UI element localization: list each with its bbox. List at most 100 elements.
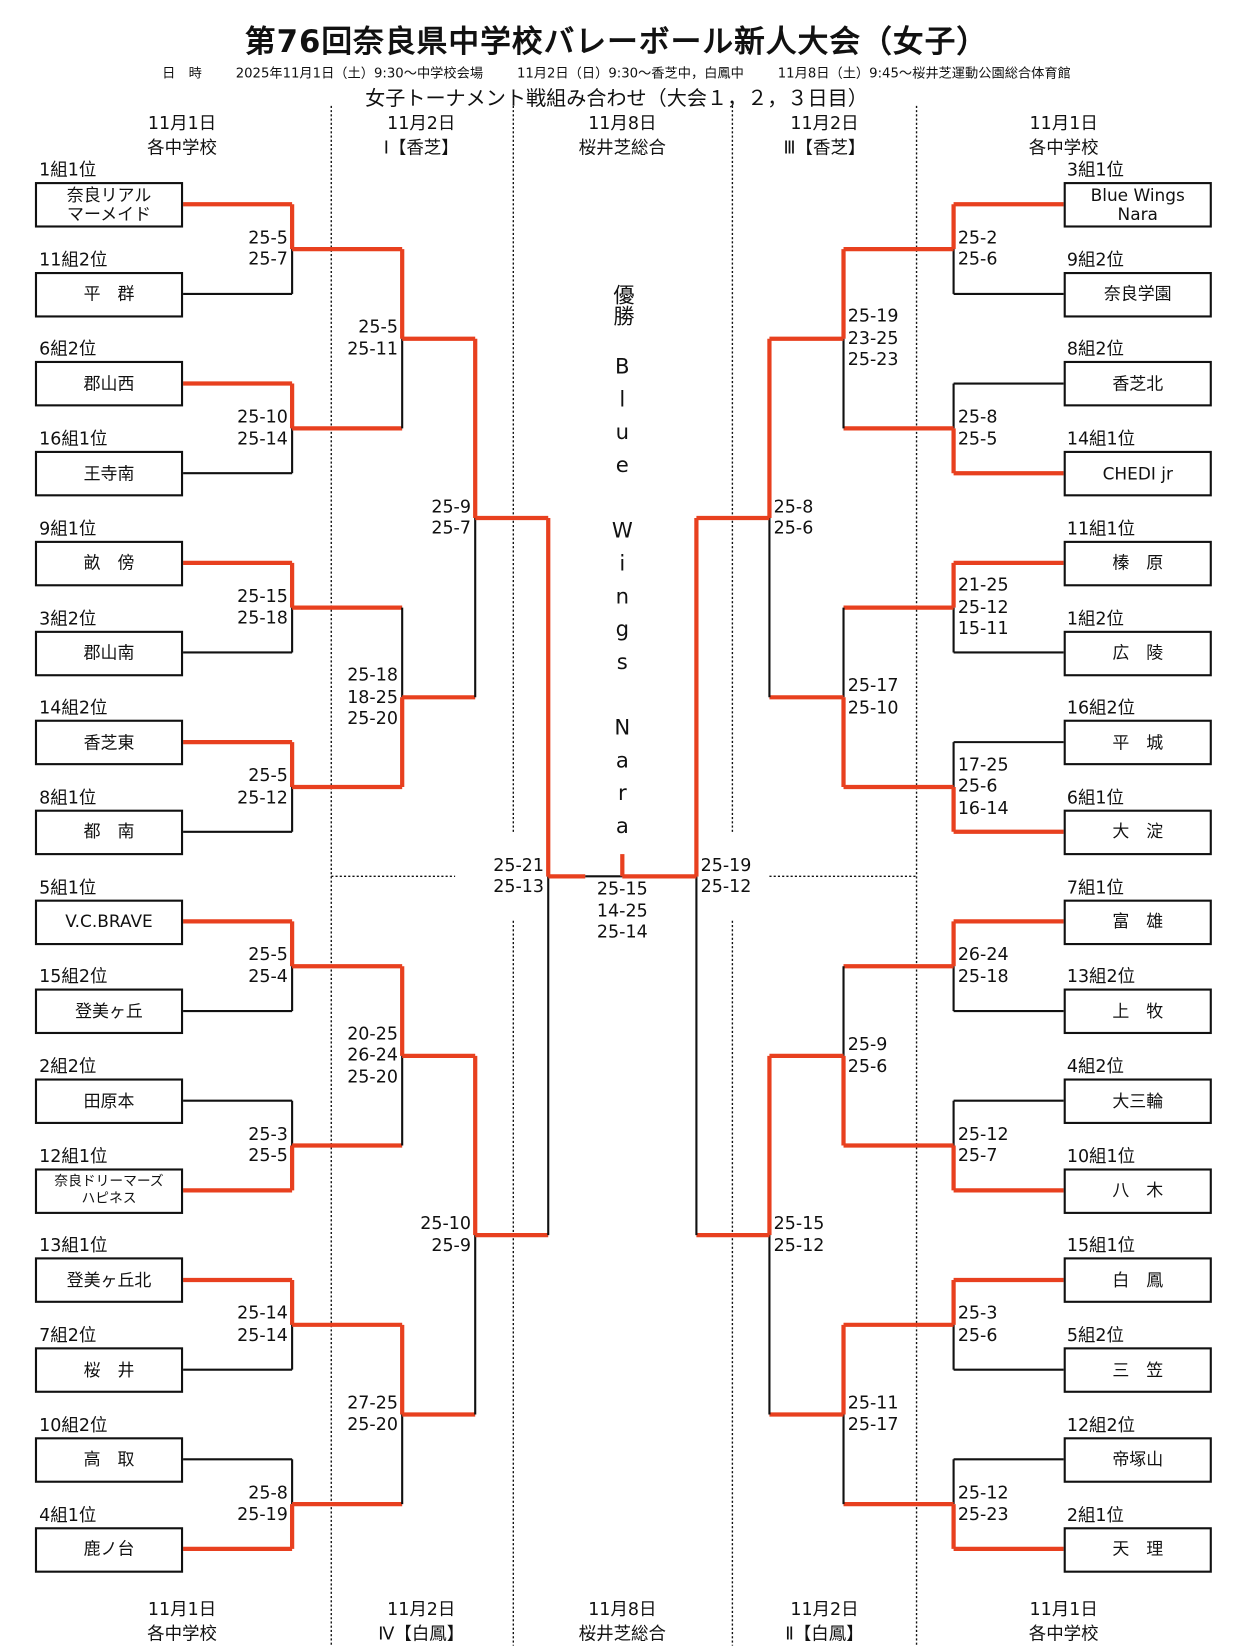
team-box: 奈良学園 bbox=[1063, 271, 1212, 318]
team-box: 天 理 bbox=[1063, 1526, 1212, 1573]
column-header-venue: 各中学校 bbox=[1028, 137, 1099, 158]
team-seed: 5組2位 bbox=[1066, 1325, 1124, 1346]
team-seed: 1組2位 bbox=[1066, 608, 1124, 629]
champion-banner: 優勝 Blue Wings Nara bbox=[608, 284, 638, 846]
team-seed: 12組2位 bbox=[1066, 1414, 1136, 1435]
team-box: 榛 原 bbox=[1063, 540, 1212, 587]
match-score: 25-19 25-12 bbox=[700, 854, 752, 897]
team-seed: 15組2位 bbox=[39, 966, 108, 987]
column-header-date: 11月2日 bbox=[790, 113, 859, 134]
page-title: 第76回奈良県中学校バレーボール新人大会（女子） bbox=[244, 23, 989, 60]
team-box: 登美ヶ丘 bbox=[34, 988, 184, 1035]
team-box: Blue Wings Nara bbox=[1063, 182, 1212, 228]
team-seed: 11組2位 bbox=[39, 249, 108, 270]
schedule-day1: 2025年11月1日（土）9:30～中学校会場 bbox=[235, 64, 484, 81]
team-box: CHEDI jr bbox=[1063, 450, 1212, 497]
team-seed: 5組1位 bbox=[39, 876, 97, 898]
subtitle: 女子トーナメント戦組み合わせ（大会１，２，３日目） bbox=[365, 86, 868, 111]
match-score: 25-5 25-12 bbox=[237, 765, 288, 808]
match-score: 25-2 25-6 bbox=[957, 227, 998, 270]
schedule-line: 日 時 2025年11月1日（土）9:30～中学校会場 11月2日（日）9:30… bbox=[0, 61, 1233, 81]
match-score: 20-25 26-24 25-20 bbox=[347, 1023, 398, 1087]
match-score: 25-10 25-9 bbox=[420, 1213, 471, 1256]
team-box: 白 鳳 bbox=[1063, 1257, 1212, 1304]
team-seed: 8組2位 bbox=[1066, 339, 1124, 360]
team-box: 上 牧 bbox=[1063, 988, 1212, 1035]
team-seed: 16組2位 bbox=[1066, 697, 1136, 718]
team-box: 大三輪 bbox=[1063, 1078, 1212, 1124]
team-box: 郡山南 bbox=[34, 630, 184, 676]
column-header-venue: 各中学校 bbox=[147, 137, 217, 158]
team-seed: 3組2位 bbox=[39, 608, 97, 629]
match-score: 25-9 25-7 bbox=[431, 496, 471, 539]
match-score: 21-25 25-12 15-11 bbox=[957, 574, 1009, 639]
team-box: 八 木 bbox=[1063, 1168, 1212, 1214]
team-seed: 8組1位 bbox=[39, 787, 97, 808]
team-box: 帝塚山 bbox=[1063, 1437, 1212, 1483]
team-seed: 14組1位 bbox=[1066, 428, 1136, 449]
match-score: 25-8 25-5 bbox=[957, 406, 998, 449]
match-score: 25-14 25-14 bbox=[237, 1303, 288, 1345]
team-box: 田原本 bbox=[34, 1078, 184, 1124]
match-score: 26-24 25-18 bbox=[957, 944, 1009, 987]
final-score: 25-15 14-25 25-14 bbox=[596, 878, 648, 943]
match-score: 17-25 25-6 16-14 bbox=[957, 754, 1009, 818]
match-score: 25-5 25-11 bbox=[347, 316, 398, 359]
team-box: 王寺南 bbox=[34, 450, 184, 497]
column-header-date: 11月2日 bbox=[790, 1599, 859, 1620]
team-box: 奈良リアル マーメイド bbox=[34, 182, 184, 228]
column-header-date: 11月8日 bbox=[588, 113, 657, 134]
match-score: 25-3 25-6 bbox=[957, 1303, 998, 1345]
match-score: 25-19 23-25 25-23 bbox=[847, 306, 899, 370]
team-box: 富 雄 bbox=[1063, 899, 1212, 945]
column-header-date: 11月1日 bbox=[147, 1599, 217, 1620]
team-box: 三 笠 bbox=[1063, 1347, 1212, 1393]
team-seed: 12組1位 bbox=[39, 1145, 108, 1166]
column-header-venue: 各中学校 bbox=[1028, 1623, 1099, 1644]
champion-label: 優勝 bbox=[609, 283, 636, 326]
schedule-day3: 11月8日（土）9:45～桜井芝運動公園総合体育館 bbox=[777, 64, 1071, 81]
column-header-venue: Ⅱ【白鳳】 bbox=[785, 1623, 864, 1644]
match-score: 25-10 25-14 bbox=[237, 406, 288, 449]
column-header-date: 11月2日 bbox=[387, 1599, 456, 1620]
team-seed: 2組1位 bbox=[1066, 1504, 1124, 1525]
team-seed: 10組2位 bbox=[39, 1414, 108, 1435]
schedule-label: 日 時 bbox=[162, 64, 202, 81]
team-seed: 4組2位 bbox=[1066, 1056, 1124, 1077]
column-header-date: 11月1日 bbox=[1029, 113, 1098, 134]
match-score: 25-15 25-18 bbox=[237, 585, 288, 628]
team-box: 高 取 bbox=[34, 1437, 184, 1483]
match-score: 27-25 25-20 bbox=[347, 1392, 398, 1435]
team-box: 香芝北 bbox=[1063, 361, 1212, 407]
team-seed: 2組2位 bbox=[39, 1056, 97, 1077]
team-box: 都 南 bbox=[34, 809, 184, 856]
team-seed: 9組2位 bbox=[1066, 249, 1124, 270]
match-score: 25-8 25-6 bbox=[773, 496, 814, 539]
column-header-venue: Ⅲ【香芝】 bbox=[783, 137, 866, 158]
team-box: 平 城 bbox=[1063, 719, 1212, 766]
column-header-venue: 桜井芝総合 bbox=[578, 1623, 666, 1644]
match-score: 25-9 25-6 bbox=[847, 1034, 888, 1076]
team-seed: 9組1位 bbox=[39, 518, 97, 539]
column-header-venue: 各中学校 bbox=[147, 1623, 217, 1644]
team-seed: 7組2位 bbox=[39, 1325, 97, 1346]
match-score: 25-5 25-7 bbox=[248, 227, 288, 270]
column-header-date: 11月1日 bbox=[147, 113, 217, 134]
team-seed: 16組1位 bbox=[39, 428, 108, 449]
match-score: 25-12 25-23 bbox=[957, 1482, 1009, 1525]
team-seed: 13組1位 bbox=[39, 1235, 108, 1256]
column-header-venue: Ⅳ【白鳳】 bbox=[378, 1623, 465, 1644]
match-score: 25-21 25-13 bbox=[493, 854, 545, 897]
team-seed: 11組1位 bbox=[1066, 518, 1136, 539]
team-box: V.C.BRAVE bbox=[34, 899, 184, 945]
match-score: 25-3 25-5 bbox=[248, 1123, 288, 1166]
match-score: 25-17 25-10 bbox=[847, 675, 899, 718]
team-seed: 15組1位 bbox=[1066, 1235, 1136, 1256]
team-box: 広 陵 bbox=[1063, 630, 1212, 676]
team-box: 平 群 bbox=[34, 271, 184, 318]
team-seed: 4組1位 bbox=[39, 1504, 97, 1525]
team-box: 登美ヶ丘北 bbox=[34, 1257, 184, 1304]
team-box: 大 淀 bbox=[1063, 809, 1212, 856]
team-seed: 7組1位 bbox=[1066, 876, 1124, 898]
